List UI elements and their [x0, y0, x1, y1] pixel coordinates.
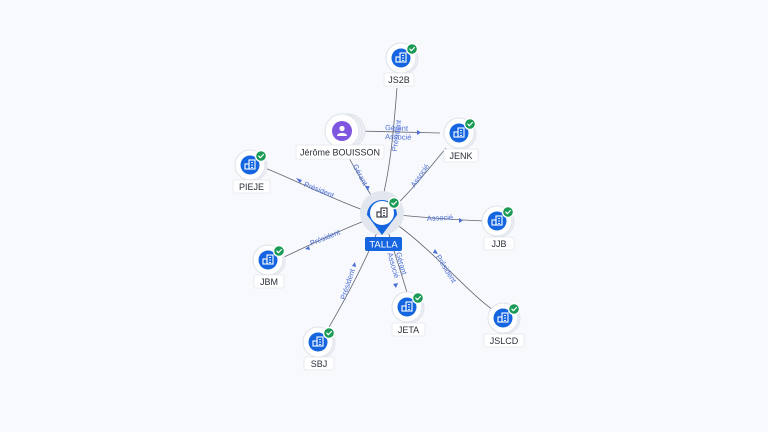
person-label: Jérôme BOUISSON [300, 148, 380, 158]
company-node-jslcd[interactable] [487, 302, 521, 335]
arrow-jenk [417, 130, 421, 135]
company-label-js2b: JS2B [388, 75, 410, 85]
company-label-jbm: JBM [260, 277, 278, 287]
edge-talla-jenk [395, 147, 447, 206]
arrow-pieje [296, 178, 302, 183]
company-label-jslcd: JSLCD [490, 336, 519, 346]
arrow-jbm [305, 246, 310, 250]
edge-talla-pieje [264, 167, 367, 212]
company-node-js2b[interactable] [385, 42, 419, 75]
edge-label-president-js2b: Président [390, 118, 403, 152]
edge-label-associe-jjb: Associé [427, 213, 454, 223]
edge-talla-jslcd [395, 223, 497, 313]
company-node-sbj[interactable] [302, 326, 336, 359]
check-icon [411, 291, 425, 305]
arrow-jeta [393, 283, 398, 288]
company-node-jbm[interactable] [252, 244, 286, 277]
arrow-jslcd [433, 249, 438, 254]
check-icon [254, 149, 268, 163]
edge-label-president-pieje: Président [303, 180, 337, 201]
person-label-box [295, 144, 385, 160]
edge-talla-jjb [397, 214, 485, 222]
company-label-box-jslcd [483, 333, 525, 348]
edges [264, 87, 497, 335]
check-icon [507, 302, 521, 316]
person-node[interactable] [324, 113, 366, 149]
edge-label-associe-jenk: Associé [385, 132, 412, 142]
company-label-box-pieje [232, 179, 271, 194]
company-node-jenk[interactable] [443, 117, 477, 150]
company-label-jeta: JETA [398, 325, 419, 335]
company-label-box-jjb [483, 236, 515, 251]
company-label-box-js2b [383, 72, 415, 87]
edge-label-president-jslcd: Président [434, 253, 459, 285]
company-node-jjb[interactable] [481, 205, 515, 238]
company-label-jjb: JJB [491, 239, 506, 249]
company-label-jenk: JENK [449, 151, 472, 161]
user-icon [337, 125, 347, 136]
company-label-box-jenk [443, 148, 479, 163]
check-icon [501, 205, 515, 219]
company-node-pieje[interactable] [234, 149, 268, 182]
edge-label-associe-talla-jenk: Associé [409, 162, 431, 189]
edge-label-gerant-jenk: Gérant [385, 123, 409, 133]
arrow-sbj [352, 262, 356, 267]
building-icon [376, 207, 388, 218]
edge-label-president-jbm: Président [309, 227, 343, 248]
edge-talla-jeta [387, 230, 409, 297]
company-label-box-jbm [253, 274, 285, 289]
check-icon [387, 196, 401, 210]
check-icon [463, 117, 477, 131]
company-label-sbj: SBJ [311, 359, 328, 369]
center-label: TALLA [369, 240, 398, 251]
check-icon [272, 244, 286, 258]
edge-talla-jbm [281, 219, 368, 259]
edge-label-gerant-person-talla: Gérant [351, 163, 370, 188]
company-label-box-jeta [391, 322, 426, 337]
company-label-box-sbj [303, 356, 335, 371]
center-node[interactable] [360, 191, 404, 235]
edge-talla-js2b [382, 87, 398, 197]
arrow-jjb [459, 218, 463, 223]
company-label-pieje: PIEJE [239, 182, 264, 192]
company-node-jeta[interactable] [391, 291, 425, 324]
arrow-talla-from-person [365, 186, 370, 191]
check-icon [405, 42, 419, 56]
check-icon [322, 326, 336, 340]
edge-person-jenk [357, 130, 441, 134]
center-label-box [365, 237, 402, 251]
edge-label-president-sbj: Président [338, 267, 357, 301]
